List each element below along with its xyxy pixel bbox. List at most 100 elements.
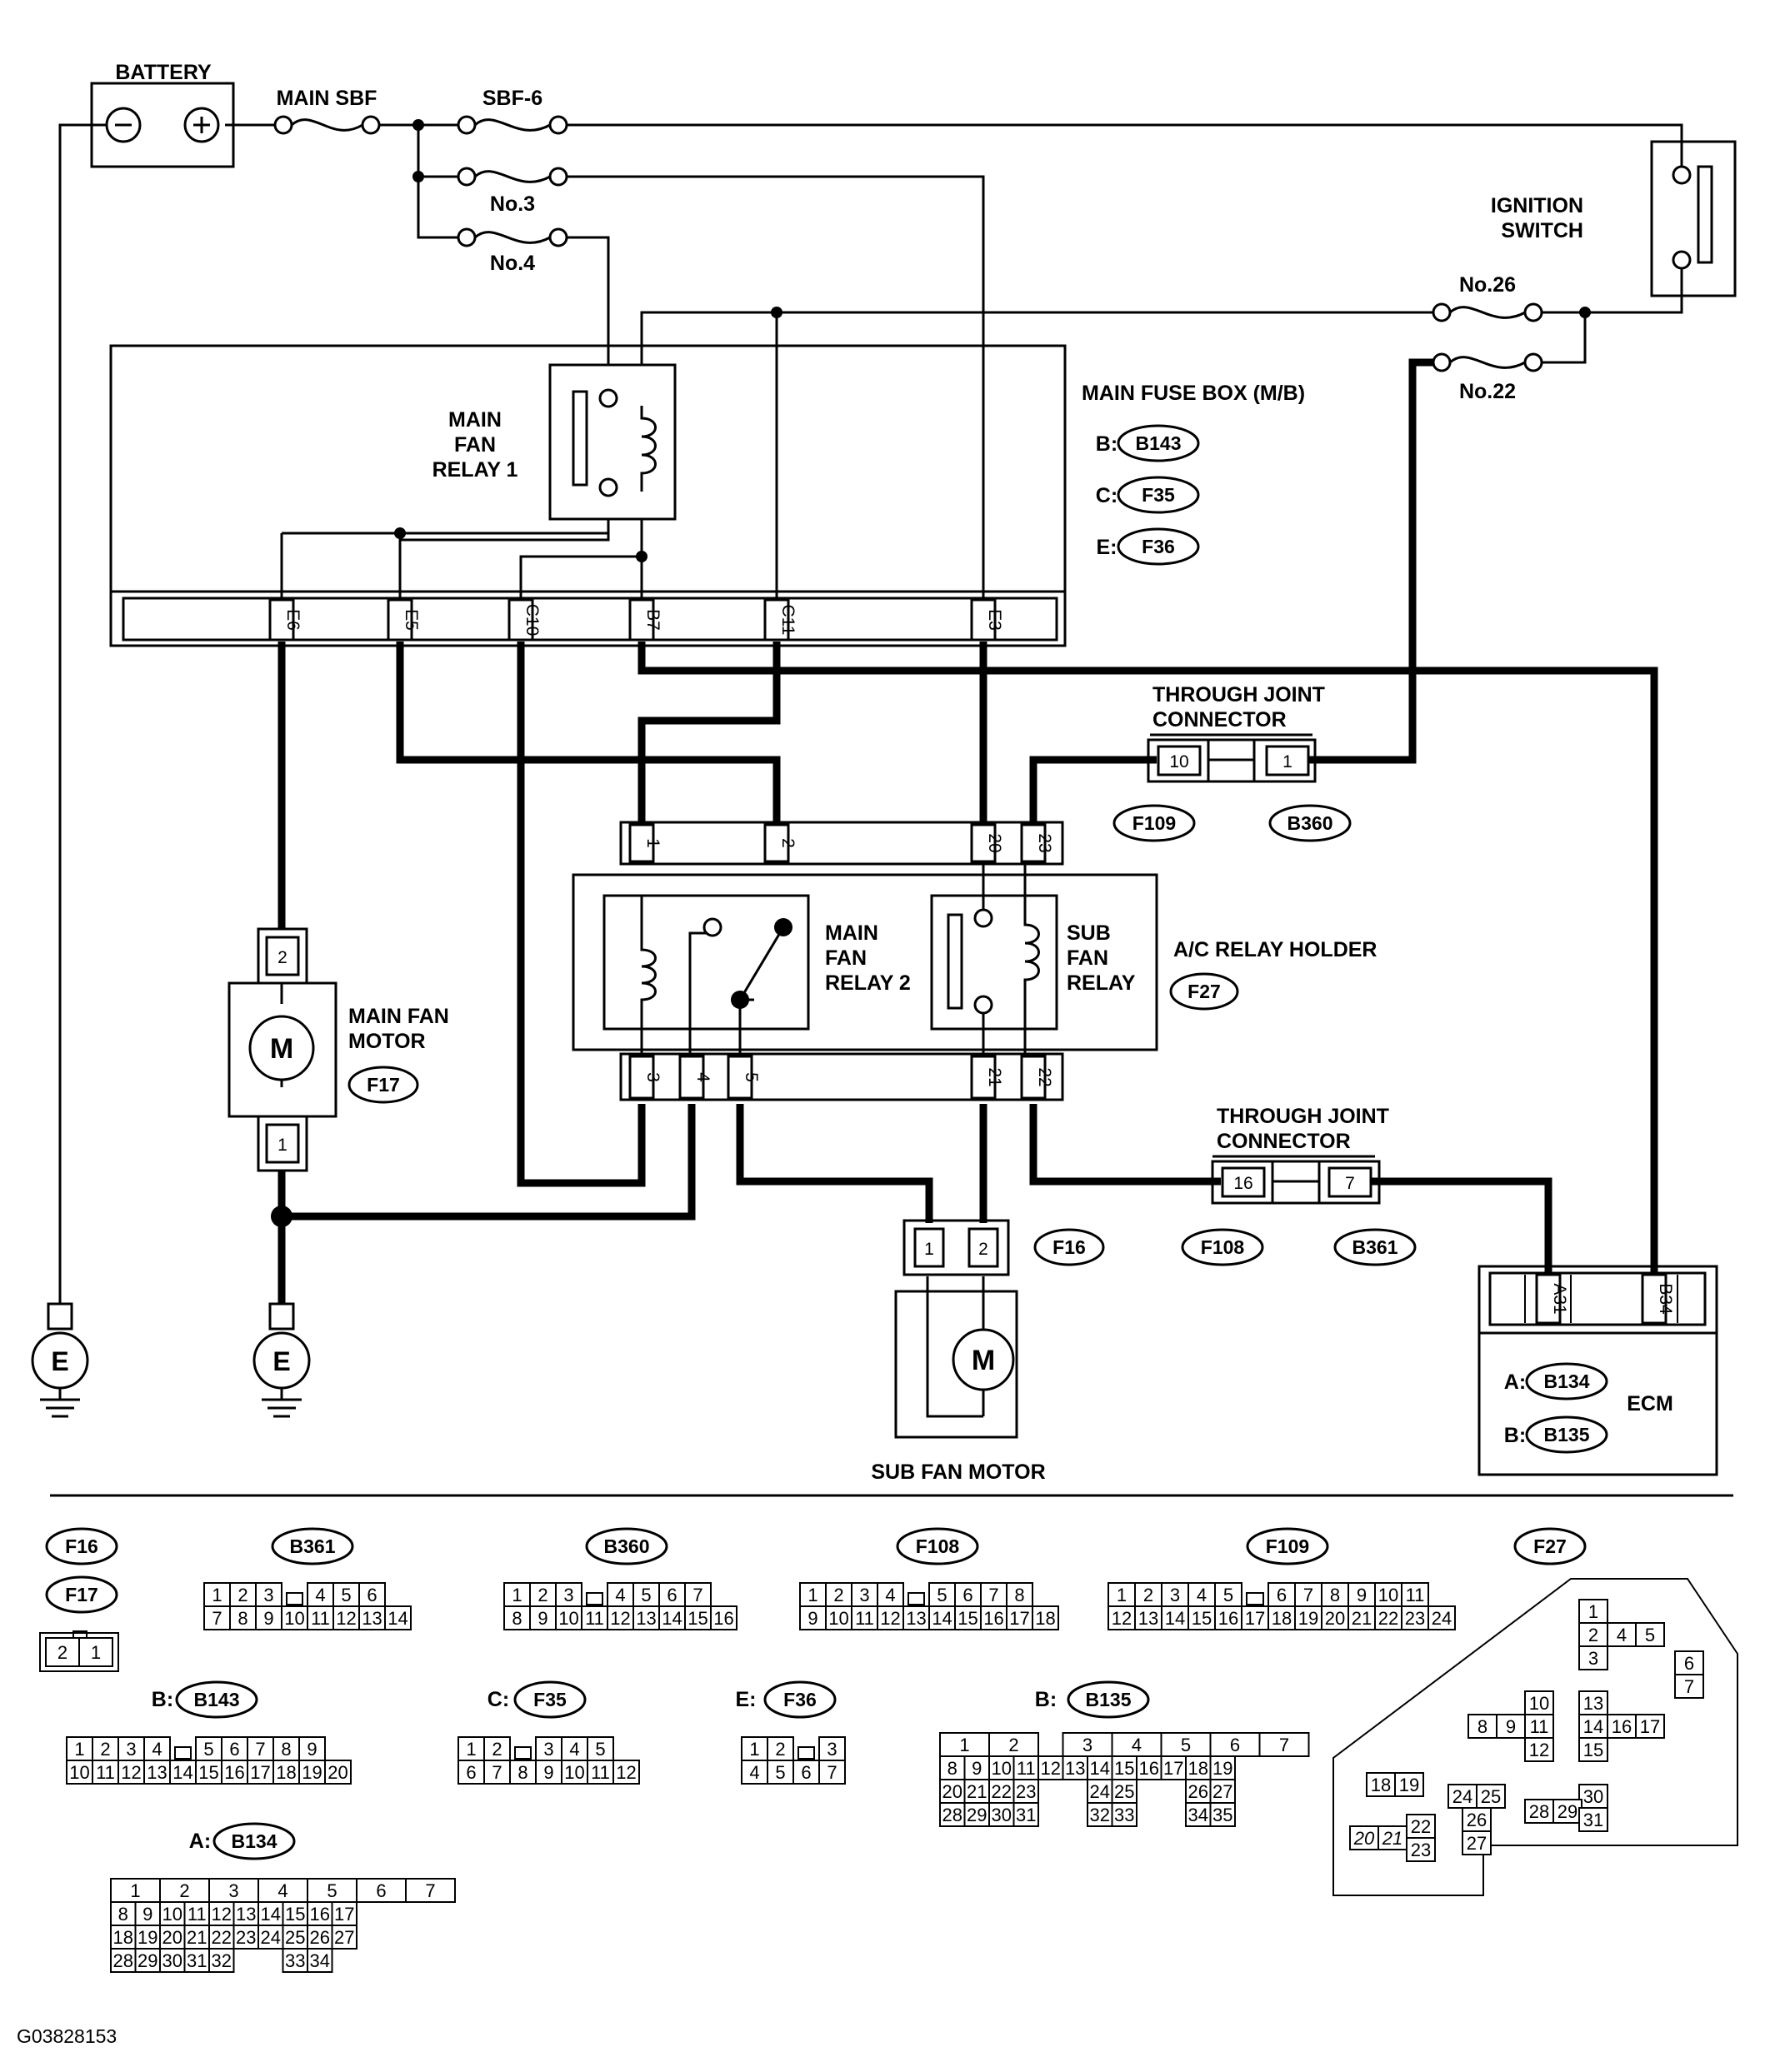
svg-text:9: 9 xyxy=(142,1904,152,1925)
svg-text:10: 10 xyxy=(992,1758,1012,1779)
svg-text:4: 4 xyxy=(885,1585,895,1605)
svg-text:27: 27 xyxy=(1467,1833,1487,1854)
svg-text:MAIN: MAIN xyxy=(825,921,878,945)
main-fan-motor: 2 M 1 MAIN FAN MOTOR F17 xyxy=(228,927,449,1172)
svg-text:19: 19 xyxy=(138,1927,158,1948)
junction-dots xyxy=(271,119,1591,1227)
svg-text:10: 10 xyxy=(1529,1693,1549,1714)
fuse-box-pin: B7 xyxy=(628,598,662,642)
svg-text:20: 20 xyxy=(942,1781,962,1802)
svg-text:23: 23 xyxy=(1411,1840,1431,1860)
relay-bottom-pin: 5 xyxy=(727,1055,761,1100)
svg-text:B134: B134 xyxy=(232,1830,278,1852)
fuse-box-pin: E3 xyxy=(970,598,1004,642)
svg-text:B360: B360 xyxy=(1288,812,1333,834)
legend-f16: F16 xyxy=(45,1527,118,1565)
svg-text:15: 15 xyxy=(1192,1608,1212,1629)
svg-text:17: 17 xyxy=(1640,1716,1660,1737)
f109-connector-ref: F109 xyxy=(1112,804,1196,842)
svg-text:2: 2 xyxy=(1008,1735,1018,1755)
svg-text:11: 11 xyxy=(1017,1758,1036,1779)
svg-text:29: 29 xyxy=(138,1950,158,1971)
svg-text:9: 9 xyxy=(1506,1716,1516,1737)
svg-text:E:: E: xyxy=(1097,536,1118,559)
relay-top-pin: 2 xyxy=(763,823,798,863)
sbf6-fuse-icon xyxy=(474,118,551,132)
svg-text:24: 24 xyxy=(1090,1781,1110,1802)
svg-text:THROUGH JOINT: THROUGH JOINT xyxy=(1217,1105,1389,1128)
svg-text:F109: F109 xyxy=(1266,1535,1309,1557)
svg-text:7: 7 xyxy=(1279,1735,1289,1755)
svg-text:6: 6 xyxy=(229,1739,239,1760)
svg-text:12: 12 xyxy=(121,1762,141,1783)
svg-text:3: 3 xyxy=(126,1739,136,1760)
svg-text:12: 12 xyxy=(1112,1608,1132,1629)
svg-text:THROUGH JOINT: THROUGH JOINT xyxy=(1152,683,1325,706)
svg-text:13: 13 xyxy=(1583,1693,1603,1714)
svg-text:RELAY 2: RELAY 2 xyxy=(825,971,911,995)
svg-text:19: 19 xyxy=(1298,1608,1318,1629)
svg-text:B:: B: xyxy=(152,1688,173,1711)
svg-text:A:: A: xyxy=(1504,1371,1526,1394)
svg-text:25: 25 xyxy=(1114,1781,1134,1802)
svg-text:18: 18 xyxy=(1188,1758,1208,1779)
svg-text:7: 7 xyxy=(1345,1174,1355,1193)
fuse-no26-label: No.26 xyxy=(1459,273,1516,297)
svg-text:6: 6 xyxy=(667,1585,677,1605)
svg-text:3: 3 xyxy=(228,1880,238,1901)
svg-text:6: 6 xyxy=(376,1880,386,1901)
svg-text:E6: E6 xyxy=(283,609,302,631)
svg-text:25: 25 xyxy=(285,1927,305,1948)
svg-text:4: 4 xyxy=(315,1585,325,1605)
svg-text:F17: F17 xyxy=(65,1584,98,1605)
svg-text:3: 3 xyxy=(563,1585,573,1605)
svg-text:18: 18 xyxy=(276,1762,296,1783)
svg-text:31: 31 xyxy=(1016,1805,1036,1825)
svg-text:14: 14 xyxy=(388,1608,408,1629)
svg-text:E5: E5 xyxy=(402,609,421,631)
svg-text:15: 15 xyxy=(688,1608,708,1629)
svg-text:17: 17 xyxy=(1245,1608,1265,1629)
svg-text:F109: F109 xyxy=(1132,812,1176,834)
svg-text:2: 2 xyxy=(833,1585,843,1605)
svg-text:2: 2 xyxy=(775,1739,785,1760)
svg-text:5: 5 xyxy=(341,1585,351,1605)
svg-text:9: 9 xyxy=(972,1758,982,1779)
svg-text:17: 17 xyxy=(250,1762,270,1783)
svg-text:1: 1 xyxy=(74,1739,84,1760)
svg-text:14: 14 xyxy=(1090,1758,1110,1779)
svg-text:4: 4 xyxy=(693,1072,712,1082)
svg-text:F16: F16 xyxy=(65,1535,98,1557)
svg-text:7: 7 xyxy=(492,1762,502,1783)
svg-text:16: 16 xyxy=(1612,1716,1632,1737)
svg-text:18: 18 xyxy=(1272,1608,1292,1629)
svg-text:5: 5 xyxy=(1645,1625,1655,1645)
svg-text:2: 2 xyxy=(179,1880,189,1901)
svg-text:13: 13 xyxy=(147,1762,167,1783)
svg-text:16: 16 xyxy=(1233,1174,1252,1193)
relay-top-pin: 23 xyxy=(1020,823,1054,863)
main-fan-relay-1: MAIN FAN RELAY 1 xyxy=(432,363,677,521)
svg-text:MAIN FAN: MAIN FAN xyxy=(348,1005,449,1028)
svg-text:26: 26 xyxy=(310,1927,330,1948)
svg-text:26: 26 xyxy=(1467,1810,1487,1830)
svg-text:FAN: FAN xyxy=(825,946,867,970)
svg-text:1: 1 xyxy=(278,1136,288,1155)
f27-connector-ref: F27 xyxy=(1169,972,1239,1011)
fuse-box-pin: C10 xyxy=(508,598,542,642)
svg-text:F17: F17 xyxy=(367,1074,400,1096)
svg-text:8: 8 xyxy=(238,1608,248,1629)
svg-text:7: 7 xyxy=(827,1762,837,1783)
svg-text:10: 10 xyxy=(284,1608,304,1629)
svg-text:1: 1 xyxy=(1117,1585,1127,1605)
relay-bottom-pin: 21 xyxy=(970,1055,1004,1100)
svg-text:22: 22 xyxy=(1378,1608,1398,1629)
svg-text:19: 19 xyxy=(1399,1775,1419,1795)
fuse-box-connector-ref: B143 xyxy=(1117,424,1200,462)
svg-text:24: 24 xyxy=(261,1927,281,1948)
svg-text:10: 10 xyxy=(828,1608,848,1629)
